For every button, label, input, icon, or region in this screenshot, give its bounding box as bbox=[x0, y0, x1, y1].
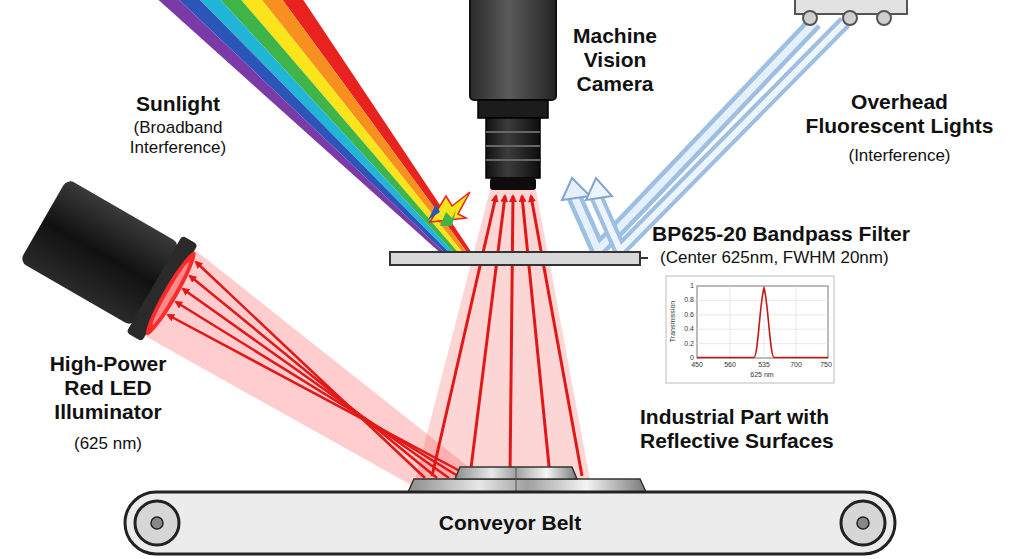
chart-label: 750 bbox=[816, 361, 836, 368]
chart-label: 560 bbox=[720, 361, 740, 368]
callout-label: Machine Vision Camera bbox=[560, 24, 670, 96]
bandpass-filter bbox=[390, 252, 648, 265]
chart-label: 700 bbox=[786, 361, 806, 368]
chart-label: 625 nm bbox=[732, 371, 792, 378]
callout-label: Industrial Part with Reflective Surfaces bbox=[640, 405, 850, 453]
industrial-part bbox=[408, 467, 646, 492]
led-rays bbox=[168, 262, 473, 478]
callout-label: (Interference) bbox=[797, 146, 1002, 166]
chart-label: 0 bbox=[676, 354, 694, 361]
callout-label: BP625-20 Bandpass Filter bbox=[652, 222, 982, 246]
reflected-light bbox=[415, 190, 590, 480]
callout-label: (Broadband Interference) bbox=[118, 118, 238, 157]
machine-vision-camera bbox=[470, 0, 556, 190]
conveyor-belt: Conveyor Belt bbox=[125, 492, 895, 554]
chart-label: 450 bbox=[687, 361, 707, 368]
led-glow bbox=[145, 250, 480, 490]
chart-label: 0.6 bbox=[676, 311, 694, 318]
chart-label: 535 bbox=[754, 361, 774, 368]
callout-label: (Center 625nm, FWHM 20nm) bbox=[660, 248, 990, 268]
chart-label: 0.8 bbox=[676, 296, 694, 303]
callout-label: Overhead Fluorescent Lights bbox=[797, 90, 1002, 138]
conveyor-belt-shape bbox=[125, 492, 895, 554]
belt-label: Conveyor Belt bbox=[439, 511, 581, 535]
chart-label: Transmission bbox=[669, 292, 676, 352]
chart-label: 1 bbox=[676, 282, 694, 289]
callout-label: (625 nm) bbox=[43, 434, 173, 454]
callout-label: Sunlight bbox=[118, 92, 238, 116]
transmission-chart bbox=[666, 276, 834, 383]
chart-label: 0.2 bbox=[676, 340, 694, 347]
chart-label: 0.4 bbox=[676, 325, 694, 332]
camera-rays bbox=[432, 196, 582, 476]
callout-label: High-Power Red LED Illuminator bbox=[43, 352, 173, 424]
